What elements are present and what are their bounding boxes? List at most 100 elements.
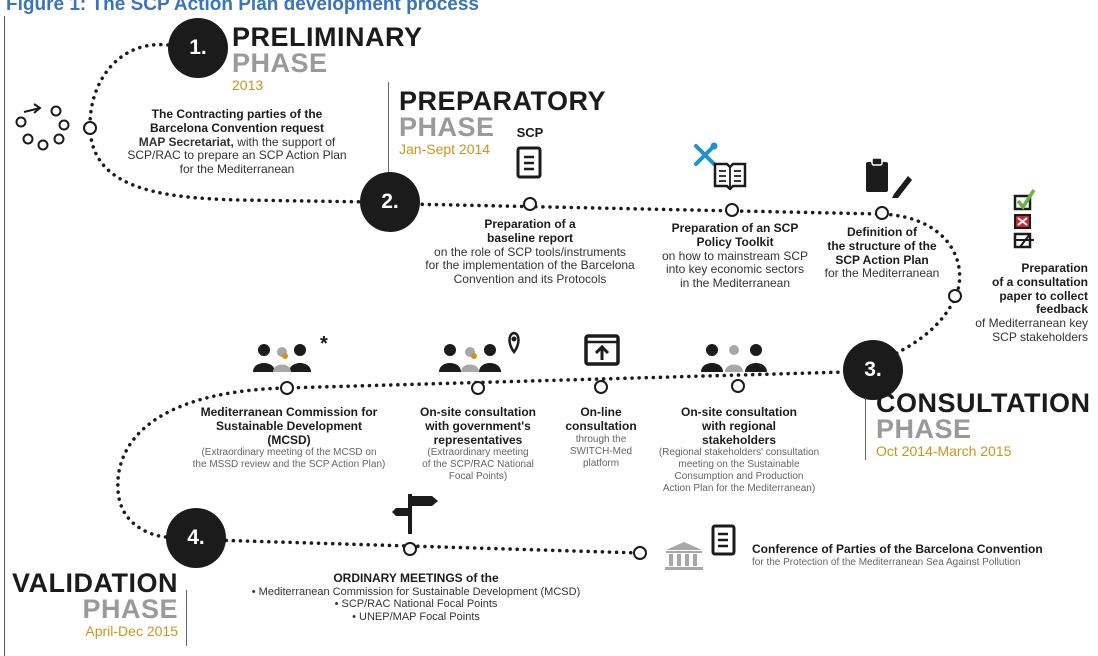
online-sub-1: through the	[575, 433, 627, 445]
online-sub-2: SWITCH-Med	[569, 445, 633, 457]
mcsd-title-1: Mediterranean Commission for	[200, 405, 378, 419]
phase-4-date: April-Dec 2015	[85, 622, 178, 639]
figure-title-bar: Figure 1: The SCP Action Plan developmen…	[0, 0, 1098, 22]
mcsd-title-2: Sustainable Development	[215, 418, 363, 433]
node-mcsd	[280, 381, 294, 395]
step-toolkit: Preparation of an SCP Policy Toolkit on …	[640, 221, 830, 291]
regional-sub-3: Consumption and Production	[674, 471, 804, 483]
phase-2-divider	[388, 82, 389, 178]
book-icon	[713, 162, 747, 190]
recycle-dots-icon	[15, 103, 70, 151]
people-star-icon: *	[253, 336, 328, 372]
clipboard-pencil-icon	[866, 157, 912, 198]
toolkit-title-2: Policy Toolkit	[696, 234, 774, 249]
mcsd-sub-1: (Extraordinary meeting of the MCSD on	[201, 447, 377, 459]
people-icon	[701, 344, 767, 372]
preliminary-text: The Contracting parties of the Barcelona…	[112, 107, 362, 177]
paper-title-2: of a consultation	[992, 274, 1088, 289]
node-baseline	[523, 197, 537, 211]
structure-title-2: the structure of the	[827, 238, 937, 253]
toolkit-sub-1: on how to mainstream SCP	[661, 248, 809, 263]
regional-sub-4: Action Plan for the Mediterranean)	[662, 483, 816, 495]
gov-title-2: with government's	[425, 418, 531, 433]
node-preliminary	[83, 121, 97, 135]
baseline-sub-3: Convention and its Protocols	[453, 272, 607, 287]
gov-sub-2: of the SCP/RAC National	[422, 459, 534, 471]
node-toolkit	[725, 203, 739, 217]
structure-title-1: Definition of	[847, 225, 917, 239]
paper-sub-1: of Mediterranean key	[975, 316, 1088, 331]
structure-title-3: SCP Action Plan	[835, 252, 929, 267]
document-icon	[711, 524, 736, 556]
preliminary-line-3-bold: MAP Secretariat,	[138, 134, 234, 149]
phase-3-divider	[865, 398, 866, 460]
phase-1-name: PRELIMINARY	[232, 22, 423, 52]
online-title-1: On-line	[580, 405, 622, 419]
phase-4-badge: 4.	[166, 508, 226, 568]
ordinary-bullet-2: • SCP/RAC National Focal Points	[334, 598, 498, 611]
preliminary-line-1: The Contracting parties of the	[151, 107, 323, 121]
phase-2-word: PHASE	[399, 112, 495, 143]
step-gov-consultation: On-site consultation with government's r…	[403, 405, 553, 483]
baseline-title-1: Preparation of a	[484, 217, 576, 231]
preliminary-line-3-rest: with the support of	[233, 134, 336, 149]
phase-2-name: PREPARATORY	[399, 86, 607, 116]
regional-title-1: On-site consultation	[680, 405, 797, 419]
phase-1-badge: 1.	[168, 18, 228, 78]
node-ordinary	[403, 542, 417, 556]
signpost-icon	[392, 494, 438, 534]
checklist-icon	[1013, 189, 1036, 249]
svg-text:*: *	[320, 336, 328, 355]
step-baseline: Preparation of a baseline report on the …	[420, 217, 640, 287]
phase-3-date: Oct 2014-March 2015	[876, 442, 1012, 459]
document-icon	[516, 146, 542, 179]
cop-title: Conference of Parties of the Barcelona C…	[752, 542, 1043, 556]
paper-sub-2: SCP stakeholders	[992, 329, 1088, 344]
preliminary-line-4: SCP/RAC to prepare an SCP Action Plan	[127, 148, 347, 163]
figure-title: Figure 1: The SCP Action Plan developmen…	[6, 0, 479, 15]
phase-3-word: PHASE	[876, 414, 972, 445]
preliminary-line-2: Barcelona Convention request	[149, 120, 325, 135]
toolkit-sub-3: in the Mediterranean	[679, 276, 791, 291]
toolkit-sub-2: into key economic sectors	[665, 262, 805, 277]
phase-4-divider	[186, 590, 187, 646]
people-pin-icon	[439, 331, 520, 372]
node-cop	[633, 546, 647, 560]
node-online	[594, 380, 608, 394]
phase-4-name: VALIDATION	[12, 568, 178, 598]
online-sub-3: platform	[582, 457, 620, 469]
regional-title-3: stakeholders	[701, 432, 777, 447]
tools-icon	[694, 142, 718, 166]
upload-screen-icon	[584, 334, 620, 366]
baseline-title-2: baseline report	[486, 230, 574, 245]
gov-title-1: On-site consultation	[419, 405, 536, 419]
step-consultation-paper: Preparation of a consultation paper to c…	[958, 261, 1088, 345]
figure-frame	[4, 16, 1098, 656]
structure-sub-1: for the Mediterranean	[824, 266, 940, 281]
baseline-sub-2: for the implementation of the Barcelona	[425, 258, 635, 273]
paper-title-4: feedback	[1035, 302, 1088, 317]
toolkit-title-1: Preparation of an SCP	[671, 221, 799, 235]
gov-title-3: representatives	[433, 432, 523, 447]
ordinary-title: ORDINARY MEETINGS of the	[333, 571, 499, 585]
scp-label: SCP	[516, 125, 544, 140]
phase-1-date: 2013	[232, 76, 264, 93]
step-ordinary-meetings: ORDINARY MEETINGS of the • Mediterranean…	[226, 571, 606, 624]
cop-sub: for the Protection of the Mediterranean …	[752, 556, 1021, 568]
phase-4-title: VALIDATION PHASE April-Dec 2015	[4, 568, 178, 639]
step-regional-consultation: On-site consultation with regional stake…	[650, 405, 828, 495]
mcsd-sub-2: the MSSD review and the SCP Action Plan)	[192, 459, 386, 471]
phase-2-badge: 2.	[360, 172, 420, 232]
regional-title-2: with regional	[701, 418, 776, 433]
node-structure	[875, 206, 889, 220]
gov-sub-3: Focal Points)	[448, 471, 508, 483]
phase-3-badge: 3.	[843, 340, 903, 400]
phase-2-title: PREPARATORY PHASE Jan-Sept 2014	[399, 86, 607, 157]
ordinary-bullet-1: • Mediterranean Commission for Sustainab…	[251, 585, 581, 598]
node-gov	[471, 381, 485, 395]
step-online-consultation: On-line consultation through the SWITCH-…	[555, 405, 647, 470]
paper-title-1: Preparation	[1021, 261, 1088, 275]
step-structure: Definition of the structure of the SCP A…	[818, 225, 946, 281]
regional-sub-1: (Regional stakeholders' consultation	[658, 447, 820, 459]
